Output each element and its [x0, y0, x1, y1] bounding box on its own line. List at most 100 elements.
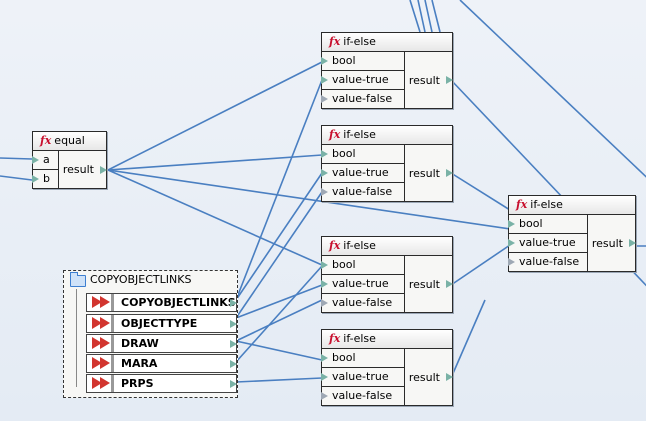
- connection-line[interactable]: [235, 377, 323, 383]
- output-connector-icon[interactable]: [100, 165, 107, 174]
- input-connector-icon[interactable]: [321, 188, 328, 196]
- input-port-value-false[interactable]: value-false: [508, 253, 587, 271]
- input-port-value-true[interactable]: value-true: [321, 368, 404, 387]
- input-port-value-true[interactable]: value-true: [321, 164, 404, 183]
- input-connector-icon[interactable]: [321, 169, 328, 177]
- output-connector-icon[interactable]: [230, 298, 237, 307]
- copyobjectlinks-structure[interactable]: COPYOBJECTLINKS COPYOBJECTLINKS OBJECTTY…: [63, 270, 238, 398]
- connection-line[interactable]: [235, 191, 323, 319]
- output-port-result[interactable]: result: [586, 215, 636, 271]
- connection-line[interactable]: [0, 175, 33, 181]
- field-icon: [92, 377, 116, 389]
- input-port-b[interactable]: b: [32, 170, 58, 188]
- output-connector-icon[interactable]: [446, 373, 453, 381]
- port-label: result: [62, 163, 94, 176]
- field-prps[interactable]: PRPS: [86, 374, 237, 393]
- field-draw[interactable]: DRAW: [86, 334, 237, 353]
- port-label: value-false: [519, 255, 580, 268]
- input-connector-icon[interactable]: [321, 354, 328, 362]
- connection-line[interactable]: [417, 0, 426, 33]
- output-connector-icon[interactable]: [230, 379, 237, 388]
- input-connector-icon[interactable]: [321, 76, 328, 84]
- connection-line[interactable]: [235, 284, 323, 319]
- input-connector-icon[interactable]: [32, 156, 39, 164]
- input-port-value-true[interactable]: value-true: [321, 275, 404, 294]
- field-objecttype[interactable]: OBJECTTYPE: [86, 314, 237, 333]
- input-port-bool[interactable]: bool: [508, 215, 587, 234]
- output-port-result[interactable]: result: [57, 151, 107, 188]
- input-port-a[interactable]: a: [32, 151, 58, 170]
- field-marker: [111, 294, 114, 311]
- input-connector-icon[interactable]: [321, 299, 328, 307]
- connection-line[interactable]: [235, 172, 323, 301]
- field-copyobjectlinks[interactable]: COPYOBJECTLINKS: [86, 293, 237, 312]
- port-label: value-true: [332, 277, 389, 290]
- output-port-result[interactable]: result: [403, 52, 453, 108]
- connection-line[interactable]: [450, 244, 511, 286]
- output-connector-icon[interactable]: [446, 280, 453, 288]
- connection-line[interactable]: [235, 299, 323, 342]
- output-connector-icon[interactable]: [230, 359, 237, 368]
- input-port-value-true[interactable]: value-true: [321, 71, 404, 90]
- port-label: bool: [519, 217, 543, 230]
- input-connector-icon[interactable]: [321, 392, 328, 400]
- input-port-value-false[interactable]: value-false: [321, 183, 404, 201]
- connection-line[interactable]: [235, 265, 323, 363]
- output-connector-icon[interactable]: [446, 76, 453, 84]
- connection-line[interactable]: [235, 340, 323, 361]
- field-mara[interactable]: MARA: [86, 354, 237, 373]
- input-port-value-true[interactable]: value-true: [508, 234, 587, 253]
- tree-line: [76, 289, 77, 387]
- input-port-bool[interactable]: bool: [321, 145, 404, 164]
- connection-line[interactable]: [107, 154, 323, 171]
- input-connector-icon[interactable]: [321, 95, 328, 103]
- connection-line[interactable]: [424, 0, 433, 33]
- field-marker: [111, 335, 114, 352]
- connection-line[interactable]: [107, 169, 323, 266]
- output-port-result[interactable]: result: [403, 256, 453, 312]
- connection-line[interactable]: [431, 0, 441, 33]
- input-port-value-false[interactable]: value-false: [321, 294, 404, 312]
- input-connector-icon[interactable]: [321, 150, 328, 158]
- output-port-result[interactable]: result: [403, 145, 453, 201]
- output-connector-icon[interactable]: [230, 319, 237, 328]
- connection-line[interactable]: [409, 0, 421, 33]
- input-connector-icon[interactable]: [321, 373, 328, 381]
- input-port-bool[interactable]: bool: [321, 349, 404, 368]
- input-connector-icon[interactable]: [321, 261, 328, 269]
- output-port-result[interactable]: result: [403, 349, 453, 405]
- field-marker: [111, 355, 114, 372]
- connection-line[interactable]: [107, 169, 511, 230]
- port-label: value-false: [332, 92, 393, 105]
- output-connector-icon[interactable]: [230, 339, 237, 348]
- input-port-bool[interactable]: bool: [321, 256, 404, 275]
- input-connector-icon[interactable]: [508, 239, 515, 247]
- output-connector-icon[interactable]: [629, 239, 636, 247]
- port-label: result: [408, 370, 440, 384]
- input-connector-icon[interactable]: [321, 280, 328, 288]
- port-label: bool: [332, 258, 356, 271]
- connection-line[interactable]: [450, 172, 511, 211]
- output-connector-icon[interactable]: [446, 169, 453, 177]
- connection-line[interactable]: [107, 61, 323, 171]
- connection-line[interactable]: [235, 79, 323, 301]
- input-connector-icon[interactable]: [321, 57, 328, 65]
- input-port-value-false[interactable]: value-false: [321, 90, 404, 108]
- port-label: result: [591, 236, 623, 250]
- connection-line[interactable]: [459, 0, 646, 190]
- connection-line[interactable]: [0, 157, 33, 160]
- connection-line[interactable]: [450, 299, 486, 379]
- field-icon: [92, 357, 116, 369]
- input-port-bool[interactable]: bool: [321, 52, 404, 71]
- input-connector-icon[interactable]: [508, 258, 515, 266]
- input-port-value-false[interactable]: value-false: [321, 387, 404, 405]
- input-connector-icon[interactable]: [508, 220, 515, 228]
- input-connector-icon[interactable]: [32, 175, 39, 183]
